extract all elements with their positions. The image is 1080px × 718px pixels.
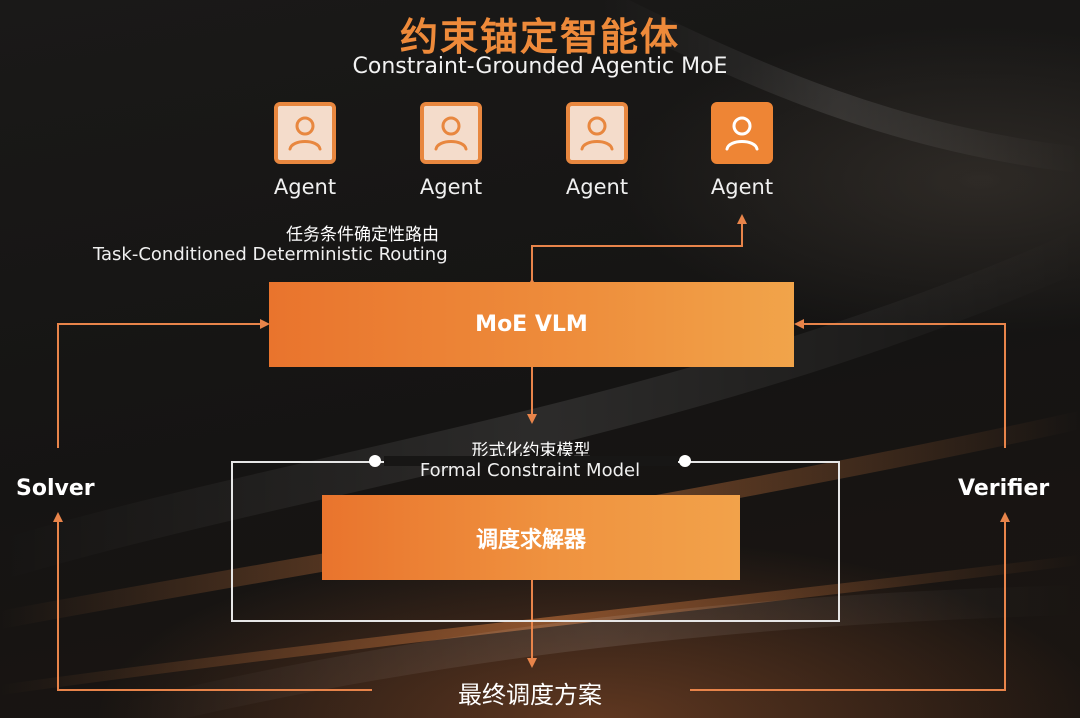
moe-vlm-label: MoE VLM — [475, 312, 588, 337]
agent-label: Agent — [419, 175, 483, 199]
scheduler-solver-box: 调度求解器 — [322, 495, 740, 580]
frame-node-right — [679, 455, 691, 467]
user-icon — [434, 116, 468, 151]
final-schedule-label: 最终调度方案 — [458, 681, 602, 709]
user-icon — [725, 116, 759, 151]
agent-label: Agent — [565, 175, 629, 199]
agent-icon-box-active — [711, 102, 773, 164]
frame-node-left — [369, 455, 381, 467]
user-icon — [288, 116, 322, 151]
routing-arrow — [527, 214, 747, 288]
frame-gap — [384, 456, 678, 466]
page-title: 约束锚定智能体 — [399, 15, 680, 59]
verifier-loop-bottom — [690, 512, 1010, 691]
solver-label: Solver — [16, 476, 95, 501]
verifier-label: Verifier — [958, 476, 1050, 501]
agent-icon-box — [566, 102, 628, 164]
solver-loop-top — [57, 319, 270, 448]
moe-vlm-box: MoE VLM — [269, 282, 794, 367]
agent-2 — [420, 102, 482, 164]
agent-label: Agent — [710, 175, 774, 199]
verifier-loop-top — [794, 319, 1006, 448]
agent-4-active — [711, 102, 773, 164]
user-icon — [580, 116, 614, 151]
agent-label: Agent — [273, 175, 337, 199]
routing-label-en: Task-Conditioned Deterministic Routing — [93, 244, 448, 265]
scheduler-solver-label: 调度求解器 — [475, 527, 586, 553]
page-subtitle: Constraint-Grounded Agentic MoE — [352, 54, 728, 79]
constraint-model-label-en: Formal Constraint Model — [419, 460, 641, 481]
solver-loop-bottom — [53, 512, 372, 691]
agent-icon-box — [420, 102, 482, 164]
routing-label-cn: 任务条件确定性路由 — [286, 225, 439, 245]
agent-3 — [566, 102, 628, 164]
agent-1 — [274, 102, 336, 164]
agent-icon-box — [274, 102, 336, 164]
